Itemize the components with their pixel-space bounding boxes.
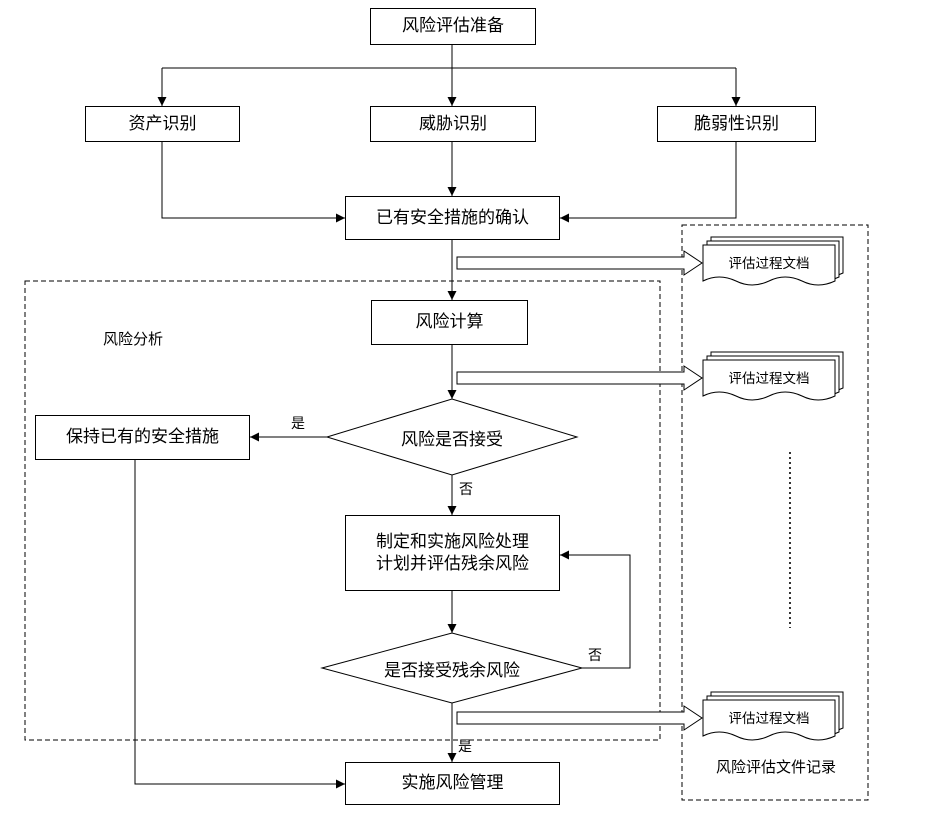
edge-label-yes-1: 是 (291, 415, 305, 431)
document-label-1: 评估过程文档 (728, 256, 810, 271)
node-risk-calculation: 风险计算 (371, 300, 528, 345)
node-risk-assessment-prep: 风险评估准备 (370, 8, 536, 45)
decision2-label: 是否接受残余风险 (384, 660, 520, 680)
node-confirm-existing-measures: 已有安全措施的确认 (345, 196, 560, 240)
edge-label-no-2: 否 (588, 647, 602, 663)
decision1-diamond-shape (325, 398, 579, 476)
records-region-label: 风险评估文件记录 (715, 759, 836, 776)
node-keep-existing-measures: 保持已有的安全措施 (35, 415, 250, 460)
edge-asset-to-confirm (161, 142, 345, 223)
node-threat-identification: 威胁识别 (370, 106, 536, 142)
plan-line-1: 制定和实施风险处理 (376, 531, 529, 551)
document-label-3: 评估过程文档 (728, 711, 810, 726)
risk-treatment-plan-text: 制定和实施风险处理 计划并评估残余风险 (376, 531, 529, 575)
decision1-label: 风险是否接受 (401, 429, 503, 449)
risk-analysis-region-border (24, 280, 661, 741)
node-risk-treatment-plan: 制定和实施风险处理 计划并评估残余风险 (345, 515, 560, 591)
document-label-2: 评估过程文档 (728, 371, 810, 386)
edge-keep-to-implement (134, 460, 345, 789)
node-vulnerability-identification: 脆弱性识别 (657, 106, 816, 142)
records-region-border (681, 224, 869, 801)
edge-label-no-1: 否 (459, 481, 473, 497)
decision2-diamond-shape (320, 632, 584, 704)
edge-decision2-no-loop (560, 550, 631, 669)
block-arrow-to-doc3 (456, 705, 703, 731)
node-implement-risk-management: 实施风险管理 (345, 762, 560, 805)
edge-label-yes-2: 是 (458, 738, 472, 754)
block-arrow-to-doc2 (456, 365, 703, 391)
plan-line-2: 计划并评估残余风险 (376, 554, 529, 573)
block-arrow-to-doc1 (456, 250, 703, 276)
node-asset-identification: 资产识别 (85, 106, 240, 142)
risk-analysis-region-label: 风险分析 (103, 331, 164, 348)
edge-vuln-to-confirm (560, 142, 737, 223)
